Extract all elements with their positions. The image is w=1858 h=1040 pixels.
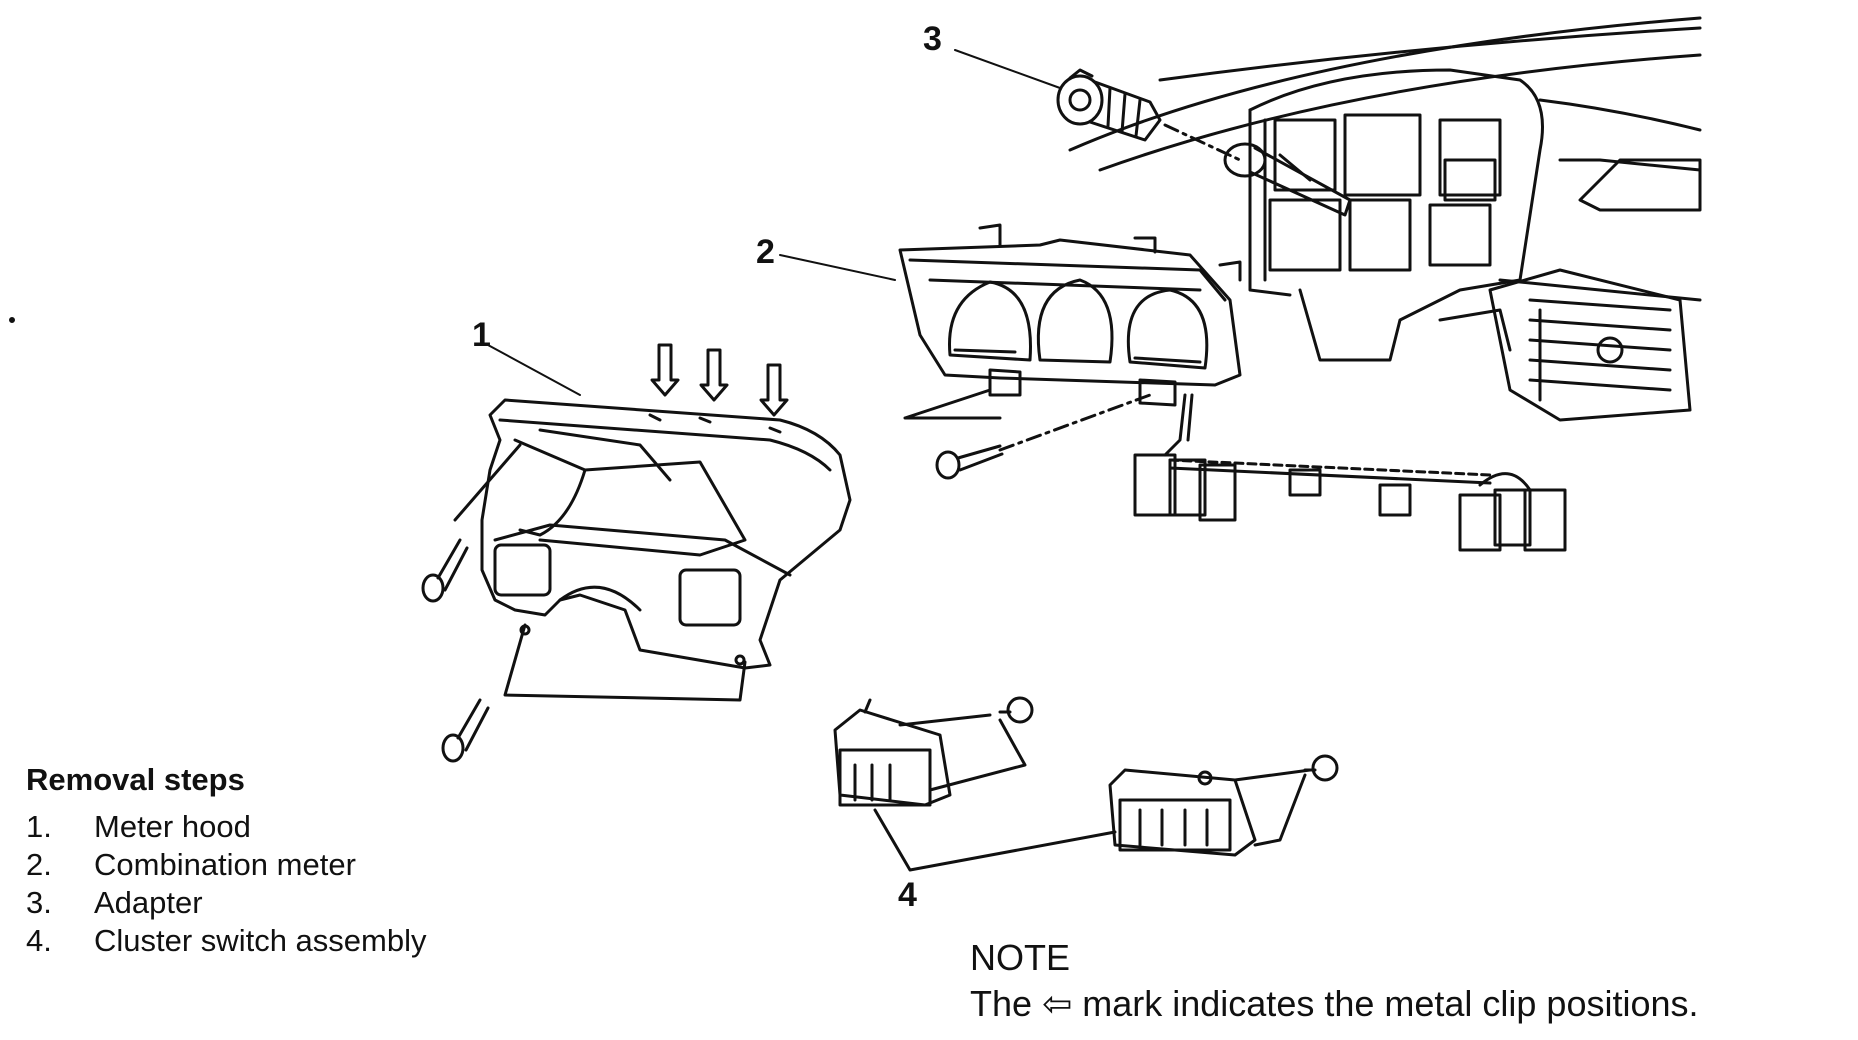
wiring-harness	[1133, 393, 1567, 552]
meter-hood	[480, 398, 852, 670]
adapter-part	[1056, 68, 1162, 142]
hood-leader-lines	[503, 623, 747, 702]
step-number: 1.	[26, 809, 52, 844]
step-label: Adapter	[94, 885, 203, 920]
screw-switch-right	[1303, 754, 1339, 782]
note-text-before: The	[970, 983, 1033, 1024]
left-arrow-icon: ⇦	[1042, 983, 1073, 1024]
callout-4: 4	[898, 876, 917, 914]
switch-left-screw-lines	[898, 713, 1027, 792]
step-number: 3.	[26, 885, 52, 920]
leader-line-2	[779, 254, 896, 281]
list-item: 3. Adapter	[26, 884, 586, 922]
leader-line-1	[487, 344, 581, 396]
leader-line-3	[954, 49, 1061, 89]
step-label: Combination meter	[94, 847, 356, 882]
dashboard	[1068, 16, 1702, 422]
clip-arrow-icons	[650, 343, 789, 417]
step-label: Cluster switch assembly	[94, 923, 427, 958]
step-number: 2.	[26, 847, 52, 882]
hood-screw-guide	[453, 443, 522, 522]
list-item: 2. Combination meter	[26, 846, 586, 884]
cluster-switch-right	[1108, 768, 1257, 857]
list-item: 1. Meter hood	[26, 808, 586, 846]
switch-callout-lines	[873, 808, 1117, 872]
switch-right-screw-lines	[1233, 768, 1312, 847]
screw-switch-left	[998, 696, 1034, 724]
note-text: The ⇦ mark indicates the metal clip posi…	[970, 981, 1850, 1027]
list-item: 4. Cluster switch assembly	[26, 922, 586, 960]
removal-steps-list: 1. Meter hood 2. Combination meter 3. Ad…	[26, 808, 586, 960]
removal-steps-heading: Removal steps	[26, 762, 245, 797]
removal-steps: Removal steps 1. Meter hood 2. Combinati…	[26, 762, 586, 960]
screw-hood-upper	[421, 538, 469, 603]
step-number: 4.	[26, 923, 52, 958]
note-title: NOTE	[970, 937, 1071, 978]
note: NOTE The ⇦ mark indicates the metal clip…	[970, 935, 1850, 1027]
screw-meter	[935, 444, 1004, 480]
note-text-after: mark indicates the metal clip positions.	[1082, 983, 1699, 1024]
meter-screw-line	[903, 388, 1002, 420]
stray-dot	[9, 317, 15, 323]
cluster-switch-left	[833, 698, 952, 807]
callout-1: 1	[472, 316, 491, 354]
column-stalk	[1223, 142, 1352, 217]
step-label: Meter hood	[94, 809, 251, 844]
callout-3: 3	[923, 20, 942, 58]
callout-2: 2	[756, 233, 775, 271]
screw-hood-lower	[441, 698, 490, 763]
meter-screw-dashline	[998, 393, 1152, 452]
combination-meter	[898, 223, 1242, 407]
